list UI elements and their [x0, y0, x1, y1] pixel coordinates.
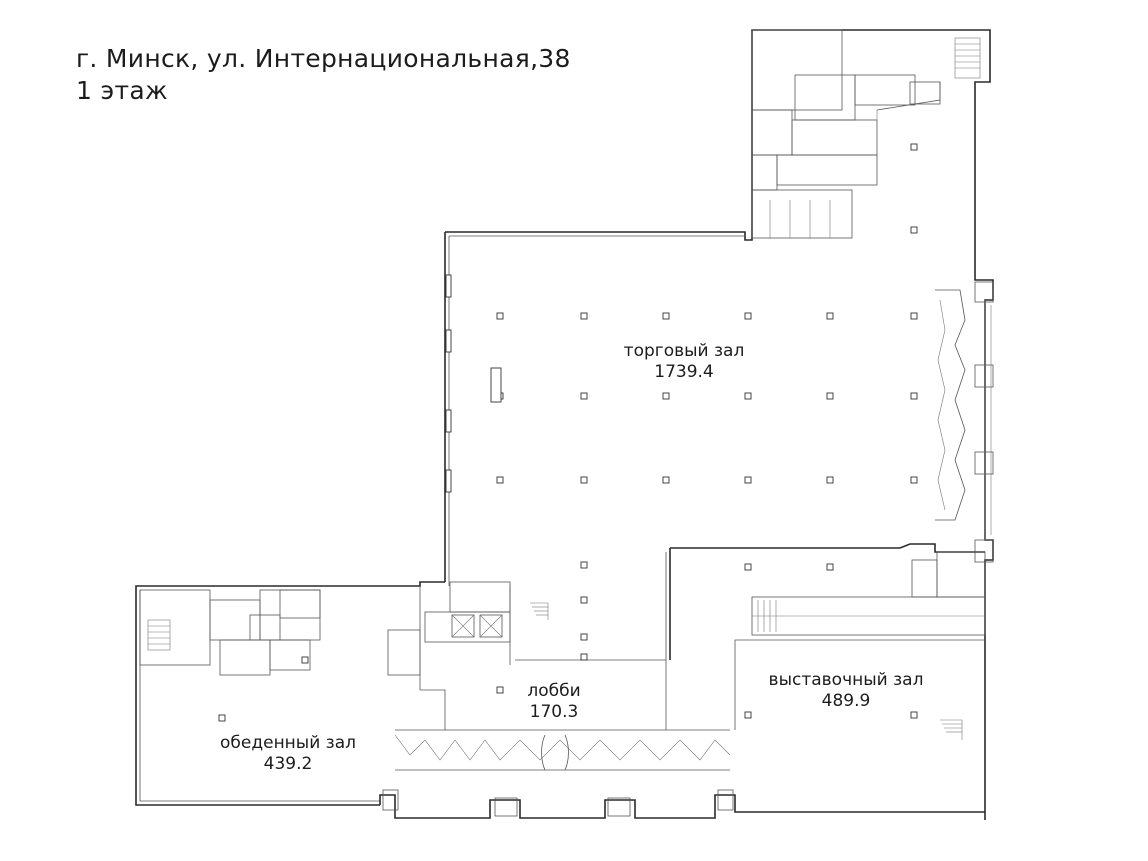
column [744, 392, 752, 400]
room-area: 439.2 [263, 754, 313, 774]
column [496, 312, 504, 320]
staircase-right [940, 719, 963, 740]
column [910, 226, 918, 234]
room-area: 489.9 [821, 691, 871, 711]
column [910, 711, 918, 719]
column [744, 711, 752, 719]
service-rooms-top [751, 29, 981, 239]
column [218, 714, 226, 722]
column [301, 656, 309, 664]
column [580, 476, 588, 484]
column [910, 392, 918, 400]
column [580, 653, 588, 661]
staircase-left [147, 619, 171, 651]
lobby-arcade [382, 734, 734, 817]
column [910, 476, 918, 484]
column [580, 596, 588, 604]
room-area: 170.3 [529, 702, 579, 722]
room-label-exhibition-hall: выставочный зал 489.9 [769, 670, 924, 712]
facade-right [935, 281, 994, 563]
column [580, 392, 588, 400]
column [744, 476, 752, 484]
pilasters [445, 274, 502, 493]
staircase-top [954, 37, 981, 79]
room-label-lobby: лобби 170.3 [527, 681, 580, 723]
column [580, 633, 588, 641]
address-title: г. Минск, ул. Интернациональная,38 [76, 44, 571, 73]
staircase-center [530, 602, 549, 620]
column [662, 312, 670, 320]
column [662, 476, 670, 484]
column [662, 392, 670, 400]
column [496, 476, 504, 484]
column [826, 476, 834, 484]
column [580, 312, 588, 320]
column-grid [218, 143, 918, 722]
room-name: торговый зал [623, 341, 745, 361]
column [826, 312, 834, 320]
column [580, 561, 588, 569]
exhibition-details [757, 551, 986, 740]
floor-label: 1 этаж [76, 76, 168, 105]
room-label-sales-hall: торговый зал 1739.4 [624, 341, 745, 383]
room-label-dining-hall: обеденный зал 439.2 [220, 733, 356, 775]
column [910, 312, 918, 320]
column [744, 312, 752, 320]
column [496, 686, 504, 694]
room-name: выставочный зал [768, 670, 924, 690]
column [910, 143, 918, 151]
column [826, 563, 834, 571]
room-name: обеденный зал [220, 733, 356, 753]
column [744, 563, 752, 571]
room-name: лобби [527, 681, 581, 701]
elevator-core [387, 581, 549, 676]
service-rooms-left [139, 589, 321, 676]
room-area: 1739.4 [654, 362, 714, 382]
column [826, 392, 834, 400]
